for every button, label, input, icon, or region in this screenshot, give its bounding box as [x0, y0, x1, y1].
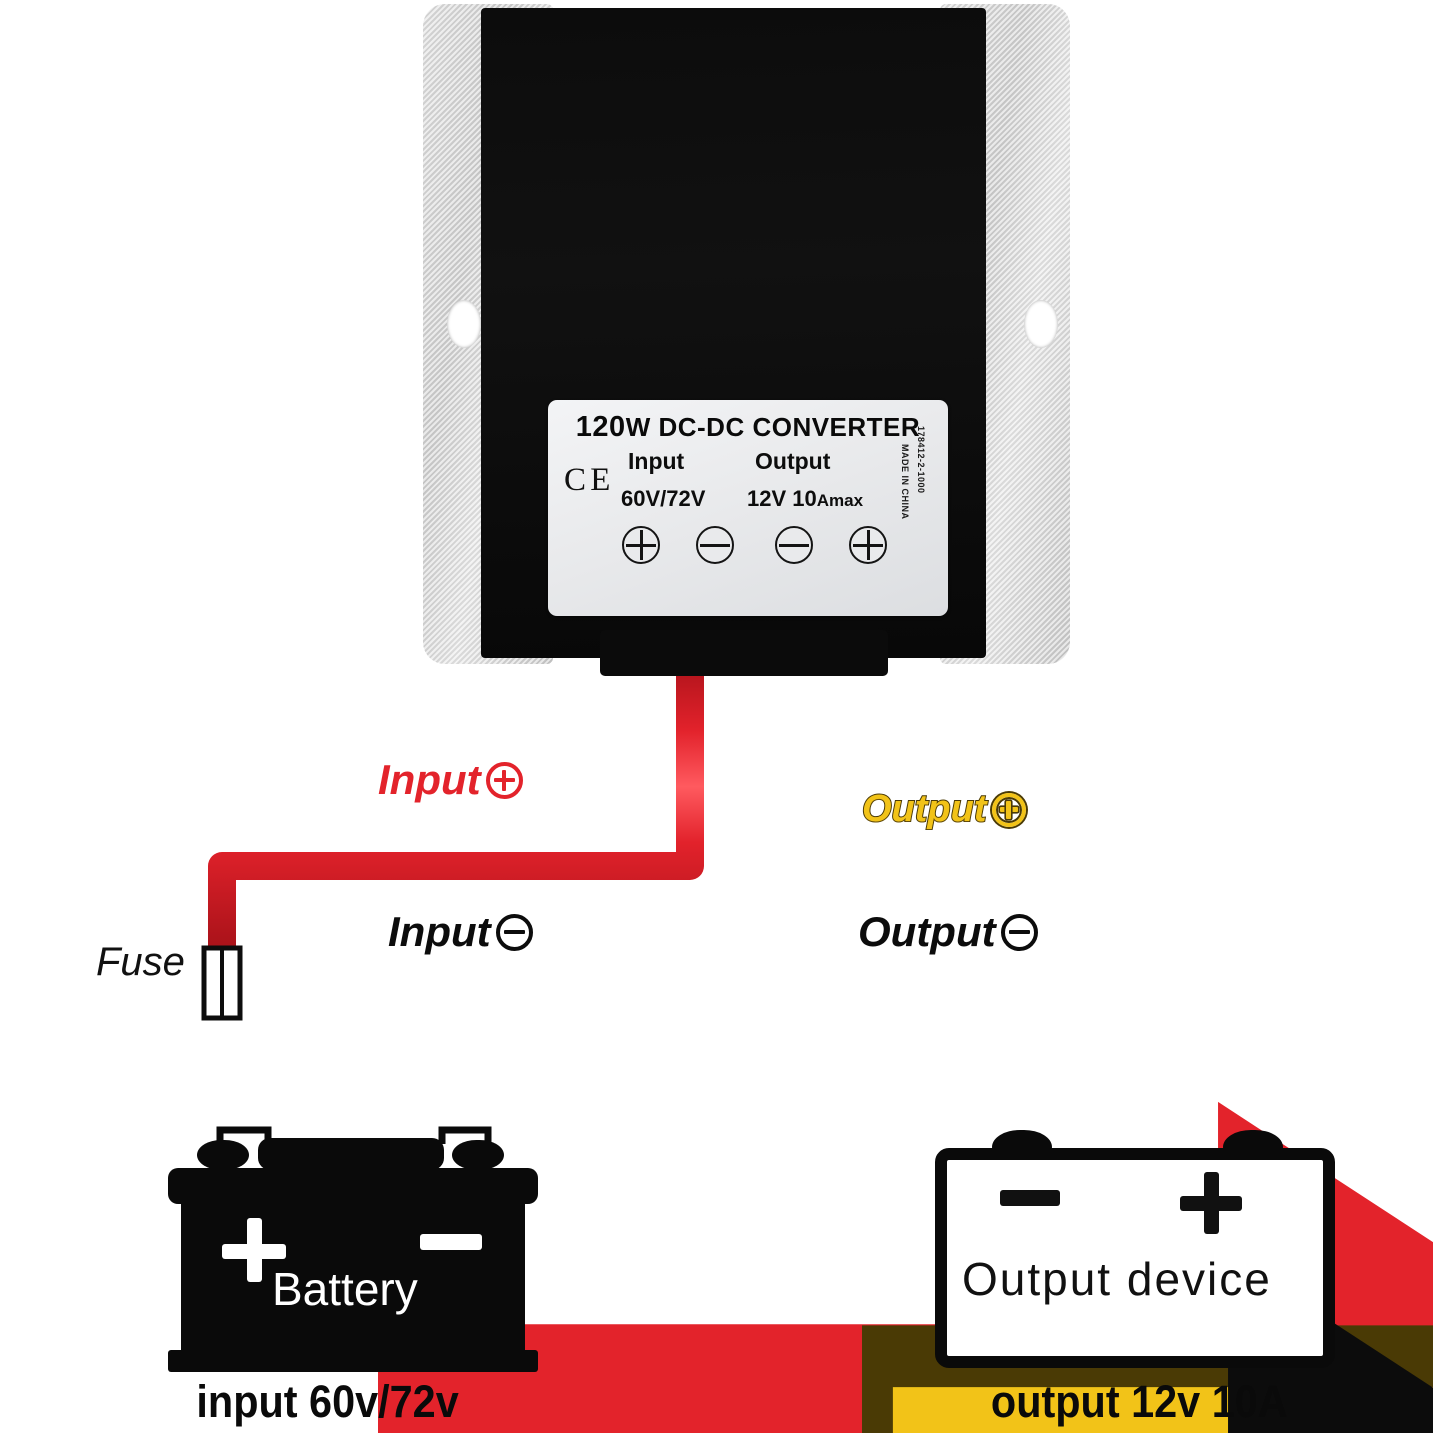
annotation-input-negative-text: Input	[388, 908, 491, 955]
minus-circle-icon	[1000, 913, 1038, 951]
battery-terminal-positive-cap	[197, 1140, 249, 1170]
mounting-hole-right	[1024, 300, 1058, 348]
device-negative-symbol	[1000, 1190, 1060, 1206]
annotation-output-positive: Output	[861, 787, 1433, 1433]
wire-output-negative-black	[772, 654, 1036, 1166]
terminal-input-negative[interactable]	[696, 526, 734, 564]
fuse-symbol	[201, 945, 243, 1021]
battery-body	[181, 1198, 525, 1350]
battery-terminal-negative-cap	[452, 1140, 504, 1170]
screw-slot-horizontal	[700, 543, 730, 547]
mounting-hole-left	[447, 300, 481, 348]
terminal-output-positive[interactable]	[849, 526, 887, 564]
screw-slot-vertical	[639, 530, 643, 560]
battery-label: Battery	[272, 1263, 418, 1315]
converter-wire-exit-block	[600, 630, 888, 676]
wire-input-negative-black	[464, 654, 754, 1162]
screw-slot-horizontal	[779, 543, 809, 547]
screw-slot-vertical	[866, 530, 870, 560]
minus-circle-icon	[495, 913, 533, 951]
caption-input: input 60v/72v	[196, 1376, 459, 1427]
battery-positive-symbol	[222, 1218, 286, 1282]
annotation-output-positive-text: Output	[861, 787, 988, 831]
annotation-input-negative: Input	[388, 908, 1433, 1433]
plate-output-value: 12V 10Amax	[747, 486, 863, 512]
output-device-label: Output device	[962, 1253, 1272, 1305]
caption-output: output 12v 10A	[990, 1376, 1288, 1427]
plate-input-heading: Input	[628, 448, 685, 474]
annotation-output-negative: Output	[858, 908, 1038, 956]
device-positive-symbol	[1180, 1172, 1242, 1234]
fuse-label: Fuse	[96, 940, 185, 984]
annotation-input-positive: Input	[378, 756, 1433, 1433]
battery-base-bar	[168, 1350, 538, 1372]
wire-output-positive-yellow	[822, 654, 1267, 1166]
ce-mark-icon: C E	[564, 462, 610, 498]
plus-circle-icon	[991, 792, 1026, 827]
plate-origin: MADE IN CHINA	[900, 444, 910, 520]
output-device-box	[935, 1148, 1335, 1368]
terminal-input-positive[interactable]	[622, 526, 660, 564]
plate-title-rest: W DC-DC CONVERTER	[625, 412, 921, 442]
plus-circle-icon	[485, 761, 523, 799]
plate-output-heading: Output	[755, 448, 831, 474]
plate-title-wattage: 120	[575, 411, 626, 443]
plate-output-value-main: 12V 10	[747, 486, 817, 511]
plate-part-number: 178412-2-1000	[916, 426, 926, 494]
annotation-input-positive-text: Input	[378, 756, 481, 803]
battery-handle	[258, 1138, 444, 1170]
converter-label-plate: 120W DC-DC CONVERTER C E Input Output 60…	[548, 400, 948, 616]
battery-handle-tabs	[216, 1126, 492, 1144]
battery-negative-symbol	[420, 1234, 482, 1250]
annotation-output-negative-text: Output	[858, 908, 996, 955]
terminal-output-negative[interactable]	[775, 526, 813, 564]
plate-title: 120W DC-DC CONVERTER	[548, 411, 948, 444]
plate-side-code: 178412-2-1000 MADE IN CHINA	[885, 422, 943, 522]
plate-output-value-unit: Amax	[816, 491, 864, 510]
plate-input-value: 60V/72V	[621, 486, 706, 511]
